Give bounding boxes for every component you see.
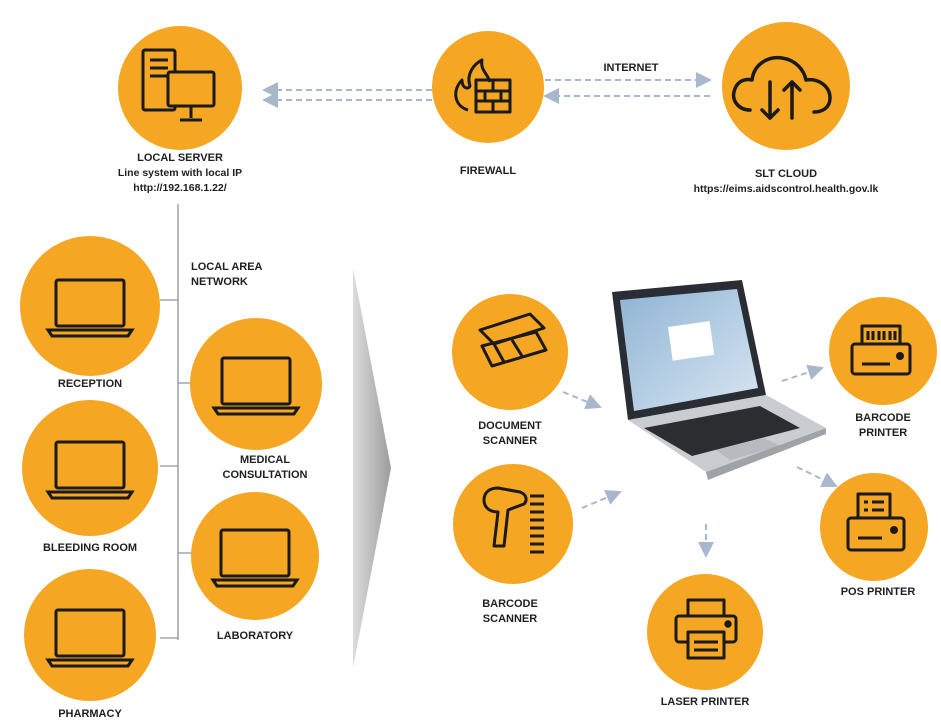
lan-label-line2: NETWORK — [191, 276, 248, 288]
barcode-scanner-line2: SCANNER — [482, 613, 538, 625]
flatbed-scanner-icon — [478, 312, 548, 368]
medical-consultation-node — [190, 318, 322, 450]
laboratory-node — [191, 492, 319, 620]
barcode-printer-node — [829, 297, 937, 405]
laser-printer-node — [647, 574, 763, 690]
internet-label: INTERNET — [603, 62, 659, 74]
bleeding-room-label: BLEEDING ROOM — [42, 542, 138, 554]
peripheral-connectors — [562, 364, 838, 558]
local-server-ip: http://192.168.1.22/ — [133, 182, 227, 194]
slt-cloud-title: SLT CLOUD — [754, 168, 818, 180]
barcode-scanner-line1: BARCODE — [482, 598, 538, 610]
reception-node — [20, 236, 160, 376]
laptop-icon — [45, 440, 135, 500]
pos-printer-node — [820, 473, 928, 581]
server-monitor-icon — [141, 48, 216, 122]
central-laptop — [612, 280, 826, 480]
laser-printer-label: LASER PRINTER — [660, 696, 750, 708]
pharmacy-label: PHARMACY — [58, 708, 122, 720]
lan-label-line1: LOCAL AREA — [191, 261, 263, 273]
medical-consultation-label: MEDICAL CONSULTATION — [200, 453, 330, 483]
pharmacy-node — [24, 569, 156, 701]
transition-chevron — [353, 268, 391, 668]
firewall-icon — [454, 58, 512, 114]
slt-cloud-node — [722, 22, 850, 150]
laptop-icon — [45, 608, 135, 668]
laboratory-label: LABORATORY — [216, 630, 294, 642]
document-scanner-label: DOCUMENT SCANNER — [450, 419, 570, 449]
barcode-printer-line2: PRINTER — [858, 427, 908, 439]
lan-label: LOCAL AREA NETWORK — [191, 260, 263, 290]
laser-printer-icon — [674, 598, 738, 660]
document-scanner-node — [452, 294, 568, 410]
document-scanner-line2: SCANNER — [482, 435, 538, 447]
reception-label: RECEPTION — [57, 378, 123, 390]
barcode-scanner-node — [453, 464, 573, 584]
medical-label-line2: CONSULTATION — [222, 469, 308, 481]
pos-printer-icon — [846, 492, 906, 552]
cloud-sync-icon — [731, 55, 832, 120]
lan-lines — [160, 204, 196, 640]
slt-cloud-label: SLT CLOUD https://eims.aidscontrol.healt… — [630, 167, 941, 197]
barcode-printer-line1: BARCODE — [855, 412, 911, 424]
local-server-label: LOCAL SERVER Line system with local IP h… — [56, 151, 304, 196]
slt-cloud-url: https://eims.aidscontrol.health.gov.lk — [693, 183, 879, 195]
barcode-scanner-icon — [482, 486, 544, 554]
laptop-icon — [45, 278, 135, 338]
server-firewall-connector — [262, 82, 432, 108]
firewall-label: FIREWALL — [459, 165, 517, 177]
local-server-line1: Line system with local IP — [117, 167, 243, 179]
laptop-icon — [211, 356, 301, 416]
medical-label-line1: MEDICAL — [239, 454, 291, 466]
document-scanner-line1: DOCUMENT — [478, 420, 542, 432]
firewall-node — [432, 31, 544, 143]
local-server-title: LOCAL SERVER — [137, 152, 223, 164]
local-server-node — [118, 26, 242, 150]
bleeding-room-node — [22, 400, 158, 536]
firewall-cloud-connector — [543, 72, 712, 104]
barcode-printer-icon — [850, 324, 912, 376]
pos-printer-label: POS PRINTER — [840, 586, 916, 598]
barcode-printer-label: BARCODE PRINTER — [830, 411, 936, 441]
barcode-scanner-label: BARCODE SCANNER — [450, 597, 570, 627]
laptop-icon — [210, 528, 300, 588]
